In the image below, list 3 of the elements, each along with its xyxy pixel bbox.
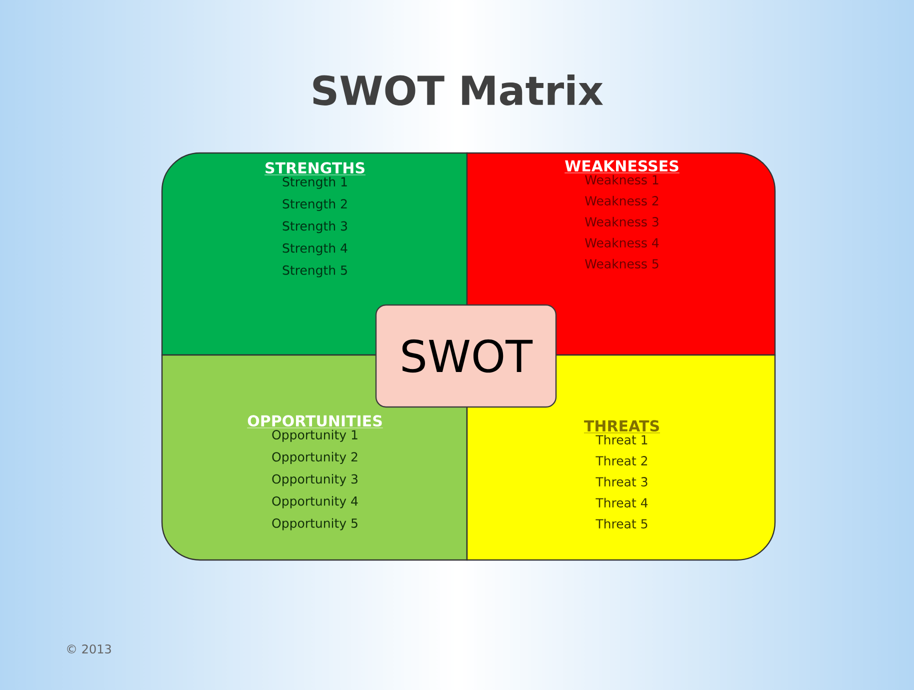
title: SWOT Matrix bbox=[313, 74, 604, 106]
footer-text: © 2013 bbox=[67, 644, 111, 654]
center-box: SWOT bbox=[375, 304, 557, 408]
